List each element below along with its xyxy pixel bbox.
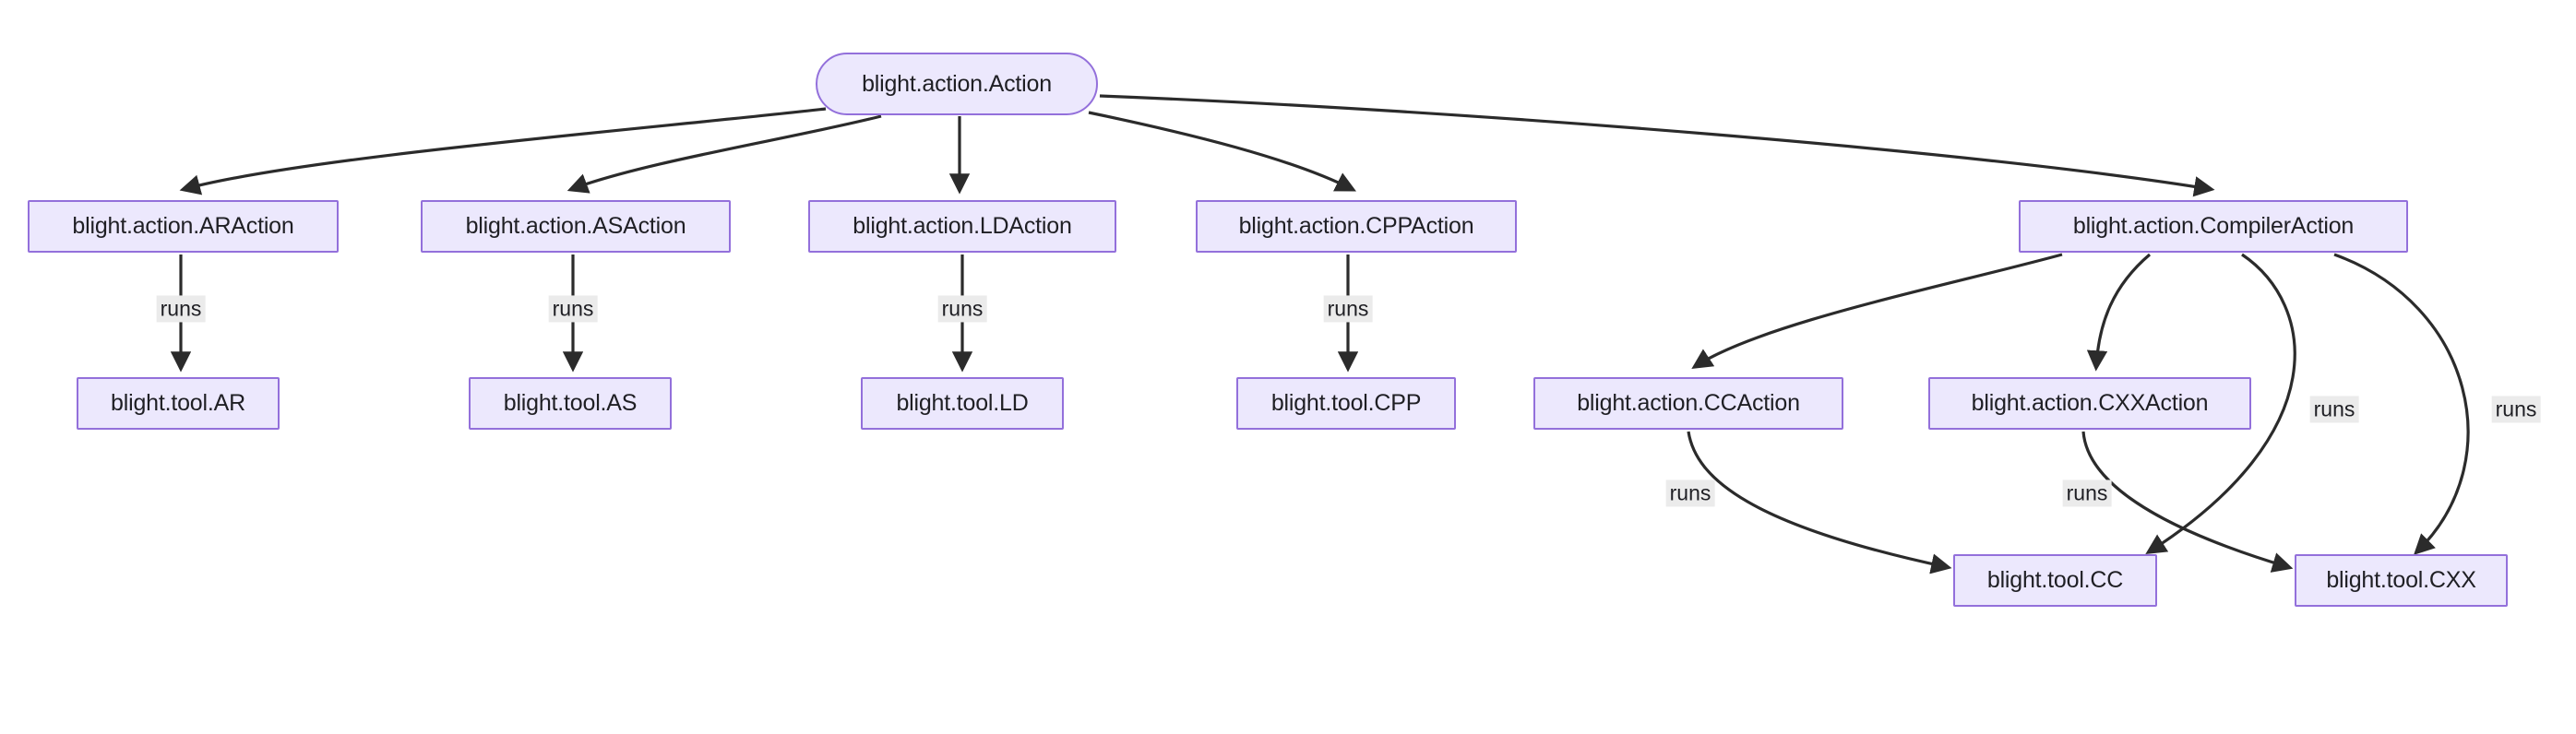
edge-label-as_action-to-as_tool: runs	[548, 295, 598, 323]
node-ld_action[interactable]: blight.action.LDAction	[808, 200, 1116, 253]
node-cxx_action[interactable]: blight.action.CXXAction	[1928, 377, 2251, 430]
edge-compiler-to-cxx_action	[2086, 253, 2152, 372]
node-compiler[interactable]: blight.action.CompilerAction	[2019, 200, 2408, 253]
node-ld_tool[interactable]: blight.tool.LD	[861, 377, 1064, 430]
node-cc_action[interactable]: blight.action.CCAction	[1533, 377, 1843, 430]
edge-compiler-to-cc_action	[1691, 253, 2063, 370]
node-ar_action[interactable]: blight.action.ARAction	[28, 200, 339, 253]
edge-compiler-to-cc_tool	[2145, 253, 2296, 555]
edge-action-to-compiler	[1099, 94, 2215, 197]
edge-label-cpp_action-to-cpp_tool: runs	[1323, 295, 1373, 323]
edge-label-ld_action-to-ld_tool: runs	[937, 295, 987, 323]
edge-label-compiler-to-cxx_tool: runs	[2491, 396, 2541, 423]
edge-cxx_action-to-cxx_tool	[2081, 431, 2294, 573]
edge-action-to-as_action	[566, 114, 882, 194]
node-cxx_tool[interactable]: blight.tool.CXX	[2295, 554, 2508, 607]
edge-compiler-to-cxx_tool	[2333, 253, 2470, 555]
node-action[interactable]: blight.action.Action	[816, 53, 1098, 115]
node-cpp_tool[interactable]: blight.tool.CPP	[1236, 377, 1456, 430]
node-as_action[interactable]: blight.action.ASAction	[421, 200, 731, 253]
node-cpp_action[interactable]: blight.action.CPPAction	[1196, 200, 1517, 253]
node-ar_tool[interactable]: blight.tool.AR	[77, 377, 280, 430]
edge-label-compiler-to-cc_tool: runs	[2309, 396, 2359, 423]
edge-label-cxx_action-to-cxx_tool: runs	[2062, 479, 2112, 507]
node-as_tool[interactable]: blight.tool.AS	[469, 377, 672, 430]
edge-label-cc_action-to-cc_tool: runs	[1665, 479, 1715, 507]
edge-action-to-ar_action	[179, 107, 827, 195]
edge-label-ar_action-to-ar_tool: runs	[156, 295, 206, 323]
node-cc_tool[interactable]: blight.tool.CC	[1953, 554, 2157, 607]
edge-action-to-cpp_action	[1088, 111, 1356, 192]
edge-cc_action-to-cc_tool	[1687, 431, 1952, 574]
